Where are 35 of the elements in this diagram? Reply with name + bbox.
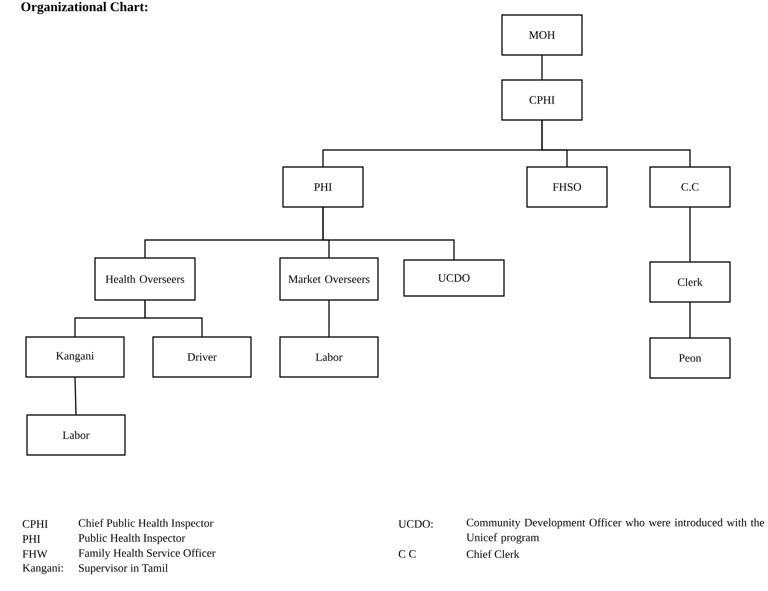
connector-line — [74, 378, 77, 414]
position-box: Kangani — [25, 336, 125, 378]
abbreviation: C C — [398, 550, 416, 558]
connector-line — [689, 302, 691, 338]
position-box: Driver — [152, 336, 252, 378]
definition-text: Chief Clerk — [466, 550, 520, 558]
position-box: CPHI — [501, 79, 583, 121]
definition-text: Family Health Service Officer — [78, 548, 216, 560]
position-box: Labor — [279, 336, 379, 378]
connector-line — [689, 208, 691, 262]
definition-text: Community Development Officer who were introduced with the Unicef program — [466, 518, 764, 544]
definition-text: Supervisor in Tamil — [79, 564, 168, 574]
position-box: MOH — [501, 14, 583, 56]
connector-line — [144, 300, 203, 336]
position-box: UCDO — [403, 259, 505, 297]
position-box: C.C — [649, 166, 731, 208]
abbreviation: CPHI — [22, 520, 48, 528]
abbreviation: FHW — [22, 550, 48, 558]
position-box: Health Overseers — [94, 257, 196, 301]
chart-title: Organizational Chart: — [21, 2, 148, 14]
abbreviation: UCDO: — [398, 520, 433, 528]
connector-line — [328, 300, 330, 336]
definition-text: Public Health Inspector — [78, 534, 186, 544]
connector-line — [322, 208, 455, 260]
position-box: Peon — [649, 337, 731, 379]
abbreviation: PHI — [22, 535, 40, 543]
position-box: Market Overseers — [279, 257, 379, 301]
position-box: FHSO — [526, 166, 608, 208]
connector-line — [541, 120, 691, 166]
abbreviation: Kangani: — [22, 564, 63, 574]
position-box: PHI — [282, 166, 364, 208]
position-box: Clerk — [649, 261, 731, 303]
connector-line — [541, 56, 543, 80]
position-box: Labor — [26, 414, 126, 456]
definition-text: Chief Public Health Inspector — [78, 518, 214, 530]
